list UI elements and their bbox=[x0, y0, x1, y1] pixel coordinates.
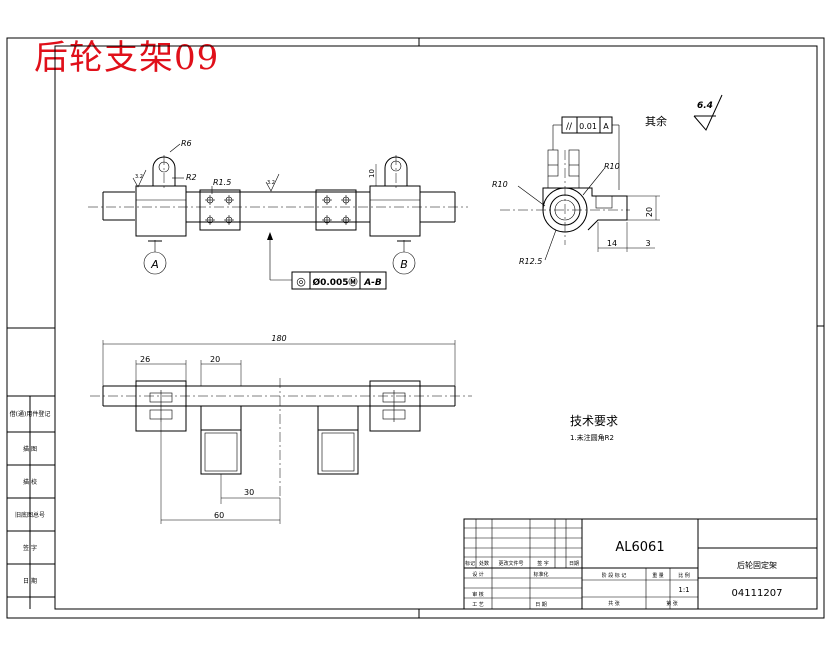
sheet-border bbox=[6, 37, 825, 619]
radius-label: R12.5 bbox=[519, 257, 542, 266]
role-cell: 标准化 bbox=[533, 571, 548, 578]
parallel-symbol: // bbox=[566, 122, 573, 132]
header-cell: 标记 bbox=[465, 560, 475, 567]
header-cell: 日期 bbox=[569, 561, 579, 567]
parallel-value: 0.01 bbox=[579, 122, 597, 131]
roughness-label: 3.2 bbox=[267, 180, 275, 186]
hole-marks bbox=[205, 195, 351, 225]
position-tolerance-frame: ◎ Ø0.005Ⓜ A-B bbox=[291, 271, 387, 290]
pad-dim: 26 bbox=[140, 355, 150, 364]
strip-label: 描 校 bbox=[23, 478, 37, 486]
stage-cell: 比 例 bbox=[678, 572, 690, 579]
radius-label: R1.5 bbox=[213, 178, 231, 187]
strip-label: 签 字 bbox=[23, 544, 37, 552]
tolerance-datum: A-B bbox=[363, 278, 382, 288]
offset-dim: 60 bbox=[214, 511, 224, 520]
pad-dim: 20 bbox=[210, 355, 220, 364]
datum-b-label: B bbox=[400, 258, 408, 271]
radius-label: R10 bbox=[604, 162, 620, 171]
side-offset-dim: 3 bbox=[645, 239, 650, 248]
radius-label: R2 bbox=[186, 173, 197, 182]
radius-label: R6 bbox=[181, 139, 192, 148]
parallelism-frame: // 0.01 A bbox=[552, 116, 620, 190]
role-cell: 审 核 bbox=[472, 591, 484, 598]
side-view: // 0.01 A R10 R10 R12.5 20 14 3 其余 6.4 bbox=[492, 94, 723, 266]
watermark-title: 后轮支架09 bbox=[34, 38, 220, 78]
role-cell: 设 计 bbox=[472, 571, 484, 578]
drawing-number: 04111207 bbox=[732, 588, 783, 599]
title-block: 标记 处数 更改文件号 签 字 日期 设 计 标准化 审 核 工 艺 日 期 A… bbox=[463, 518, 818, 610]
strip-label: 借(通)用件登记 bbox=[10, 410, 51, 418]
strip-label: 日 期 bbox=[23, 577, 37, 585]
sheet-cell: 共 张 bbox=[608, 600, 620, 607]
part-name: 后轮固定架 bbox=[737, 560, 777, 570]
side-width-dim: 14 bbox=[607, 239, 617, 248]
sheet-cell: 第 张 bbox=[666, 600, 678, 607]
tolerance-value: Ø0.005Ⓜ bbox=[312, 276, 357, 288]
datum-a-label: A bbox=[150, 258, 159, 271]
top-view: A B ◎ Ø0.005Ⓜ A-B R6 R2 R1.5 3.2 3.2 1 bbox=[88, 139, 468, 290]
left-strip: 借(通)用件登记 描 图 描 校 旧底图总号 签 字 日 期 bbox=[7, 395, 55, 609]
concentricity-symbol: ◎ bbox=[296, 275, 306, 288]
header-cell: 处数 bbox=[479, 560, 489, 567]
scale-value: 1:1 bbox=[678, 586, 689, 594]
role-cell: 日 期 bbox=[535, 602, 547, 608]
rest-label: 其余 bbox=[645, 114, 667, 128]
offset-dim: 30 bbox=[244, 488, 254, 497]
header-cell: 更改文件号 bbox=[498, 560, 523, 567]
strip-label: 旧底图总号 bbox=[15, 511, 45, 519]
material-label: AL6061 bbox=[615, 540, 664, 555]
parallel-datum: A bbox=[603, 122, 609, 131]
tech-heading: 技术要求 bbox=[570, 414, 618, 428]
tech-note: 1.未注圆角R2 bbox=[570, 433, 614, 442]
radius-label: R10 bbox=[492, 180, 508, 189]
header-cell: 签 字 bbox=[537, 560, 549, 567]
height-dim-label: 10 bbox=[368, 169, 376, 178]
rest-roughness: 6.4 bbox=[697, 101, 713, 111]
plan-view: 180 26 20 30 60 bbox=[90, 334, 472, 524]
strip-label: 描 图 bbox=[23, 445, 37, 453]
stage-cell: 阶 段 标 记 bbox=[602, 572, 627, 579]
total-length-dim: 180 bbox=[271, 334, 286, 343]
stage-cell: 重 量 bbox=[652, 572, 664, 579]
side-height-dim: 20 bbox=[645, 207, 654, 217]
role-cell: 工 艺 bbox=[472, 602, 484, 608]
roughness-label: 3.2 bbox=[135, 174, 143, 180]
